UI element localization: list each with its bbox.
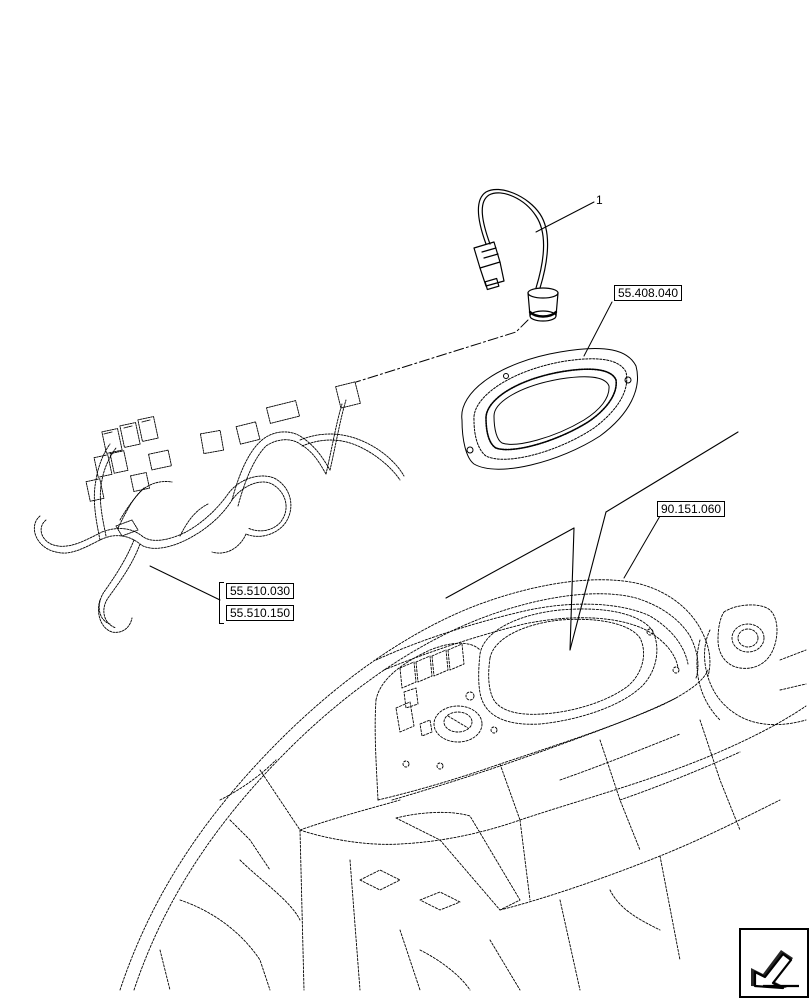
cab-dashboard — [119, 579, 807, 991]
sensor-cable-assembly — [473, 188, 559, 322]
callout-item-1: 1 — [596, 193, 603, 207]
leader-item-1 — [535, 201, 595, 233]
instrument-cluster-bezel — [461, 347, 638, 470]
position-guide-lines — [445, 431, 739, 651]
leader-harness — [149, 565, 221, 601]
harness-bracket — [219, 582, 224, 624]
ref-box-instrument-cluster[interactable]: 55.408.040 — [614, 285, 683, 301]
ref-box-harness-a[interactable]: 55.510.030 — [226, 583, 295, 599]
leader-instrument-cluster — [583, 301, 613, 357]
harness-connectors — [85, 381, 361, 537]
assembly-line — [355, 319, 529, 383]
next-page-button[interactable] — [739, 928, 809, 998]
ref-box-harness-b[interactable]: 55.510.150 — [226, 605, 295, 621]
wiring-harness — [34, 399, 405, 633]
ref-box-cab-dashboard[interactable]: 90.151.060 — [657, 501, 726, 517]
next-page-arrow-icon — [751, 950, 799, 990]
leader-cab-dashboard — [623, 515, 661, 579]
